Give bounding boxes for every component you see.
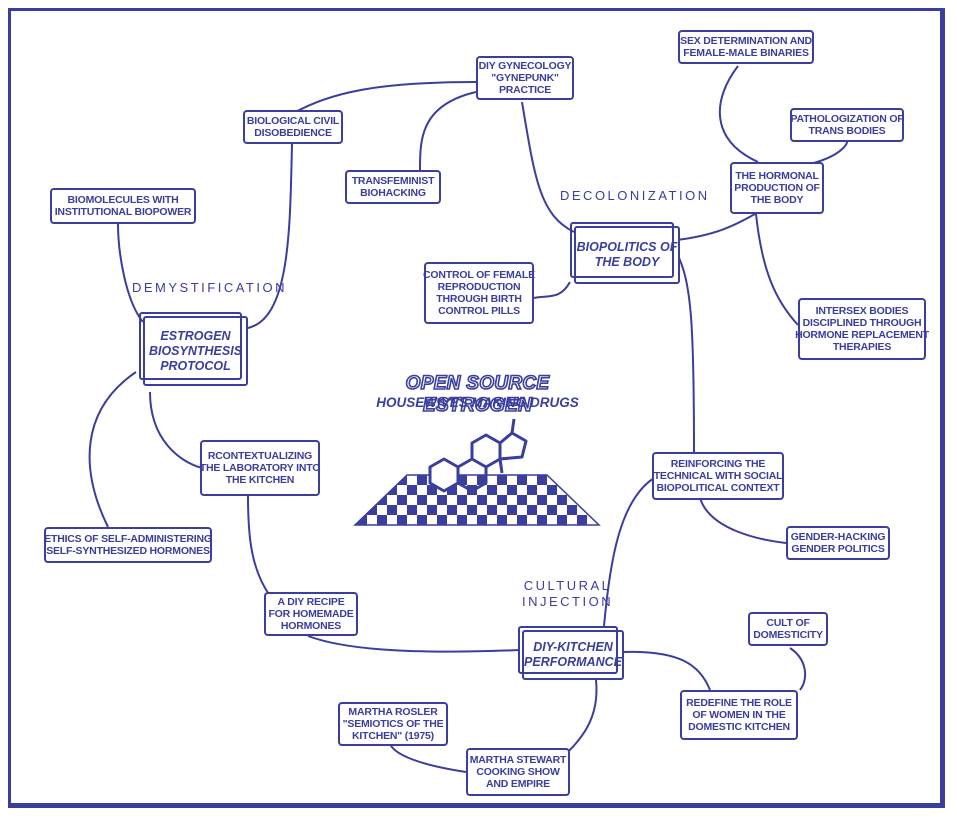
molecule-checkerboard-illustration bbox=[353, 418, 601, 526]
link-hormonal-intersex bbox=[755, 213, 799, 326]
link-redefine-cult bbox=[789, 647, 807, 691]
node-martha-rosler: MARTHA ROSLER "SEMIOTICS OF THE KITCHEN"… bbox=[338, 702, 448, 746]
hub-estrogen-biosynthesis: ESTROGEN BIOSYNTHESIS PROTOCOL bbox=[139, 312, 248, 386]
link-gyno-transfeminist bbox=[419, 91, 477, 171]
category-demystification: DEMYSTIFICATION bbox=[132, 280, 287, 295]
node-recontextualizing-laboratory: RCONTEXTUALIZING THE LABORATORY INTO THE… bbox=[200, 440, 320, 496]
node-transfeminist-biohacking: TRANSFEMINIST BIOHACKING bbox=[345, 170, 441, 204]
link-biopolitics-control bbox=[533, 281, 571, 299]
node-intersex-bodies: INTERSEX BODIES DISCIPLINED THROUGH HORM… bbox=[795, 298, 929, 360]
category-decolonization: DECOLONIZATION bbox=[560, 188, 710, 203]
link-estrogen-biomolecules bbox=[117, 223, 144, 323]
node-hormonal-production: THE HORMONAL PRODUCTION OF THE BODY bbox=[730, 162, 824, 214]
node-pathologization: PATHOLOGIZATION OF TRANS BODIES bbox=[790, 108, 904, 142]
category-cultural-injection: CULTURAL INJECTION bbox=[522, 578, 614, 609]
link-hormonal-sex bbox=[718, 65, 759, 163]
hub-biopolitics-of-the-body: BIOPOLITICS OF THE BODY bbox=[570, 222, 680, 284]
link-estrogen-civil bbox=[247, 143, 293, 329]
hub-diy-kitchen-performance: DIY-KITCHEN PERFORMANCE bbox=[518, 626, 624, 680]
link-biopolitics-reinforcing bbox=[675, 251, 695, 456]
link-kitchen-redefine bbox=[621, 650, 711, 691]
link-reinforcing-gender bbox=[699, 497, 787, 544]
subtitle-housewives-making-drugs: HOUSEWIVES MAKING DRUGS bbox=[376, 395, 579, 410]
link-stewart-rosler bbox=[389, 743, 467, 773]
link-gyno-biopolitics bbox=[521, 101, 575, 233]
node-biomolecules: BIOMOLECULES WITH INSTITUTIONAL BIOPOWER bbox=[50, 188, 196, 224]
link-recipe-kitchen bbox=[307, 635, 521, 653]
node-reinforcing-technical: REINFORCING THE TECHNICAL WITH SOCIAL BI… bbox=[652, 452, 784, 500]
link-kitchen-stewart bbox=[561, 679, 598, 759]
link-recontextualizing-recipe bbox=[247, 495, 271, 597]
node-cult-of-domesticity: CULT OF DOMESTICITY bbox=[748, 612, 828, 646]
node-diy-gynecology: DIY GYNECOLOGY "GYNEPUNK" PRACTICE bbox=[476, 56, 574, 100]
node-diy-recipe: A DIY RECIPE FOR HOMEMADE HORMONES bbox=[264, 592, 358, 636]
link-estrogen-recontextualizing bbox=[149, 391, 203, 469]
link-reinforcing-kitchen bbox=[603, 477, 655, 627]
node-control-female-reproduction: CONTROL OF FEMALE REPRODUCTION THROUGH B… bbox=[423, 262, 535, 324]
link-estrogen-ethics bbox=[88, 371, 137, 528]
node-gender-hacking: GENDER-HACKING GENDER POLITICS bbox=[786, 526, 890, 560]
title-open-source-estrogen: OPEN SOURCE ESTROGEN bbox=[405, 372, 550, 417]
node-redefine-role-of-women: REDEFINE THE ROLE OF WOMEN IN THE DOMEST… bbox=[680, 690, 798, 740]
node-biological-civil-disobedience: BIOLOGICAL CIVIL DISOBEDIENCE bbox=[243, 110, 343, 144]
link-biopolitics-hormonal bbox=[675, 213, 756, 241]
node-martha-stewart: MARTHA STEWART COOKING SHOW AND EMPIRE bbox=[466, 748, 570, 796]
diagram-frame bbox=[8, 8, 945, 808]
link-civil-gyno bbox=[291, 81, 477, 115]
link-hormonal-patho bbox=[809, 139, 849, 165]
node-sex-determination: SEX DETERMINATION AND FEMALE-MALE BINARI… bbox=[678, 30, 814, 64]
node-ethics-self-administering: ETHICS OF SELF-ADMINISTERING SELF-SYNTHE… bbox=[44, 527, 212, 563]
